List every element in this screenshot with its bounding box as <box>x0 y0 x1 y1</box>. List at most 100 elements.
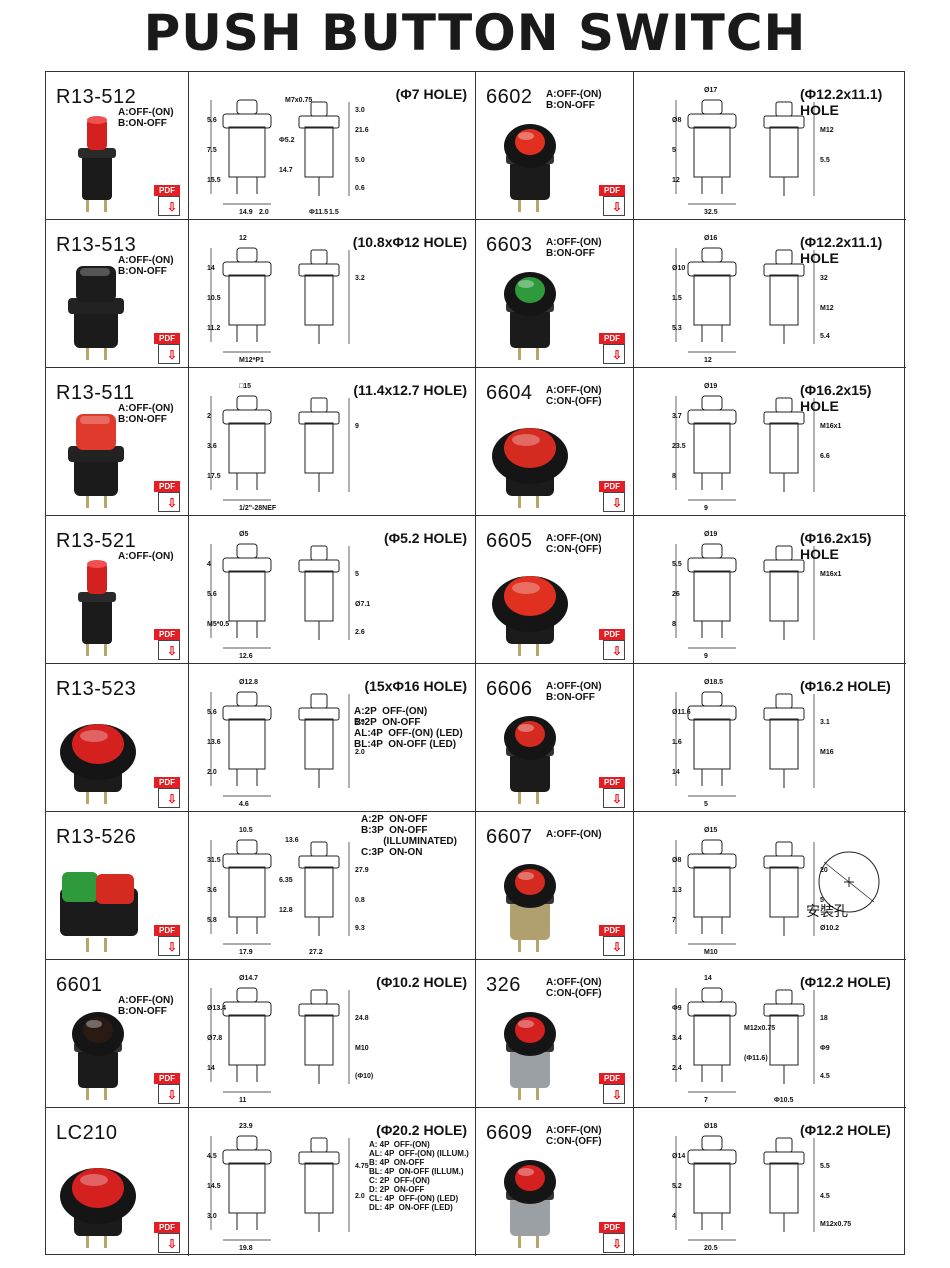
pdf-download-button[interactable]: PDF⇩ <box>154 481 184 512</box>
dimension-label: 13.6 <box>207 739 221 746</box>
dimension-label: 11 <box>239 1097 247 1104</box>
dimension-label: 3.1 <box>820 719 830 726</box>
dimension-label: 8 <box>672 621 676 628</box>
dimension-label: 23.5 <box>672 443 686 450</box>
dimension-label: 9 <box>704 505 708 512</box>
pdf-label: PDF <box>154 777 180 788</box>
dimension-label: Ø7.8 <box>207 1035 222 1042</box>
dimension-label: 12 <box>704 357 712 364</box>
pdf-download-button[interactable]: PDF⇩ <box>599 1222 629 1253</box>
download-arrow-icon: ⇩ <box>167 348 178 362</box>
dimension-label: 9 <box>355 423 359 430</box>
dimension-label: Ø5 <box>239 531 248 538</box>
option-codes: A:OFF-(ON) B:ON-OFF <box>118 403 174 425</box>
dimension-label: 1.6 <box>672 739 682 746</box>
pdf-download-button[interactable]: PDF⇩ <box>154 1222 184 1253</box>
dimension-label: Ø10 <box>672 265 685 272</box>
switch-photo <box>504 1160 556 1248</box>
pdf-download-button[interactable]: PDF⇩ <box>154 629 184 660</box>
hole-size: (15xΦ16 HOLE) <box>364 678 467 694</box>
dimension-label: 17.5 <box>207 473 221 480</box>
dimension-label: M12*P1 <box>239 357 264 364</box>
dimension-label: 12 <box>672 177 680 184</box>
model-number: R13-512 <box>56 86 137 108</box>
dimension-label: 12.6 <box>239 653 253 660</box>
dimension-label: Ø11.6 <box>672 709 691 716</box>
pdf-download-button[interactable]: PDF⇩ <box>154 777 184 808</box>
dimension-drawing: Ø12.85.613.62.04.66.92.0 <box>207 679 365 808</box>
download-arrow-icon: ⇩ <box>612 496 623 510</box>
dimension-label: 7.5 <box>207 147 217 154</box>
dimension-label: 5 <box>355 571 359 578</box>
hole-size: (10.8xΦ12 HOLE) <box>352 234 467 250</box>
model-number: R13-523 <box>56 678 137 700</box>
model-number: 6602 <box>486 86 533 108</box>
pdf-download-button[interactable]: PDF⇩ <box>599 1073 629 1104</box>
model-number: 6609 <box>486 1122 533 1144</box>
dimension-label: Ø10.2 <box>820 925 839 932</box>
dimension-label: 10.5 <box>207 295 221 302</box>
hole-size: (Φ5.2 HOLE) <box>383 530 467 546</box>
option-codes: A:OFF-(ON) <box>118 551 174 562</box>
dimension-label: 5.5 <box>820 157 830 164</box>
dimension-label: M10 <box>355 1045 369 1052</box>
pdf-label: PDF <box>599 481 625 492</box>
pdf-download-button[interactable]: PDF⇩ <box>154 925 184 956</box>
dimension-label: 5.5 <box>820 1163 830 1170</box>
pdf-document-icon <box>603 936 625 956</box>
model-number: 326 <box>486 974 521 996</box>
dimension-label: 12 <box>239 235 247 242</box>
dimension-label: 2.0 <box>207 769 217 776</box>
switch-photo <box>68 414 124 508</box>
model-number: 6604 <box>486 382 533 404</box>
dimension-label: 2.0 <box>355 749 365 756</box>
install-hole-diagram <box>818 851 880 913</box>
dimension-label: 1.5 <box>672 295 682 302</box>
hole-size: (Φ16.2x15) HOLE <box>800 530 872 562</box>
switch-photo <box>504 124 556 212</box>
pdf-download-button[interactable]: PDF ⇩ <box>599 481 629 512</box>
dimension-label: Ø14.7 <box>239 975 258 982</box>
pdf-label: PDF <box>599 185 625 196</box>
pdf-download-button[interactable]: PDF⇩ <box>599 185 629 216</box>
pdf-document-icon <box>603 788 625 808</box>
pdf-download-button[interactable]: PDF⇩ <box>599 629 629 660</box>
dimension-label: 3.2 <box>355 275 365 282</box>
pdf-download-button[interactable]: PDF⇩ <box>599 925 629 956</box>
model-number: R13-521 <box>56 530 137 552</box>
dimension-label: 2.6 <box>355 629 365 636</box>
pdf-download-button[interactable]: PDF⇩ <box>154 185 184 216</box>
dimension-drawing: 23.94.514.53.019.84.752.0 <box>207 1123 369 1252</box>
dimension-label: Ø19 <box>704 383 717 390</box>
dimension-label: 13.6 <box>285 837 299 844</box>
pdf-download-button[interactable]: PDF⇩ <box>599 777 629 808</box>
pdf-download-button[interactable]: PDF⇩ <box>154 1073 184 1104</box>
model-number: 6606 <box>486 678 533 700</box>
dimension-label: Ø8 <box>672 857 681 864</box>
pdf-download-button[interactable]: PDF⇩ <box>599 333 629 364</box>
dimension-label: 4.5 <box>207 1153 217 1160</box>
dimension-label: M10 <box>704 949 718 956</box>
pdf-download-button[interactable]: PDF⇩ <box>154 333 184 364</box>
model-number: 6605 <box>486 530 533 552</box>
dimension-label: 14 <box>207 1065 215 1072</box>
switch-photo <box>78 116 116 212</box>
pdf-document-icon <box>603 640 625 660</box>
product-cell: 6606 A:OFF-(ON) B:ON-OFF PDF⇩ <box>476 664 634 812</box>
pdf-document-icon <box>158 196 180 216</box>
hole-size: (Φ7 HOLE) <box>395 86 467 102</box>
option-codes: A:OFF-(ON) B:ON-OFF <box>546 681 602 703</box>
download-arrow-icon: ⇩ <box>167 1088 178 1102</box>
hole-size: (Φ16.2x15) HOLE <box>800 382 872 414</box>
download-arrow-icon: ⇩ <box>612 792 623 806</box>
option-codes: A:OFF-(ON) B:ON-OFF <box>546 237 602 259</box>
